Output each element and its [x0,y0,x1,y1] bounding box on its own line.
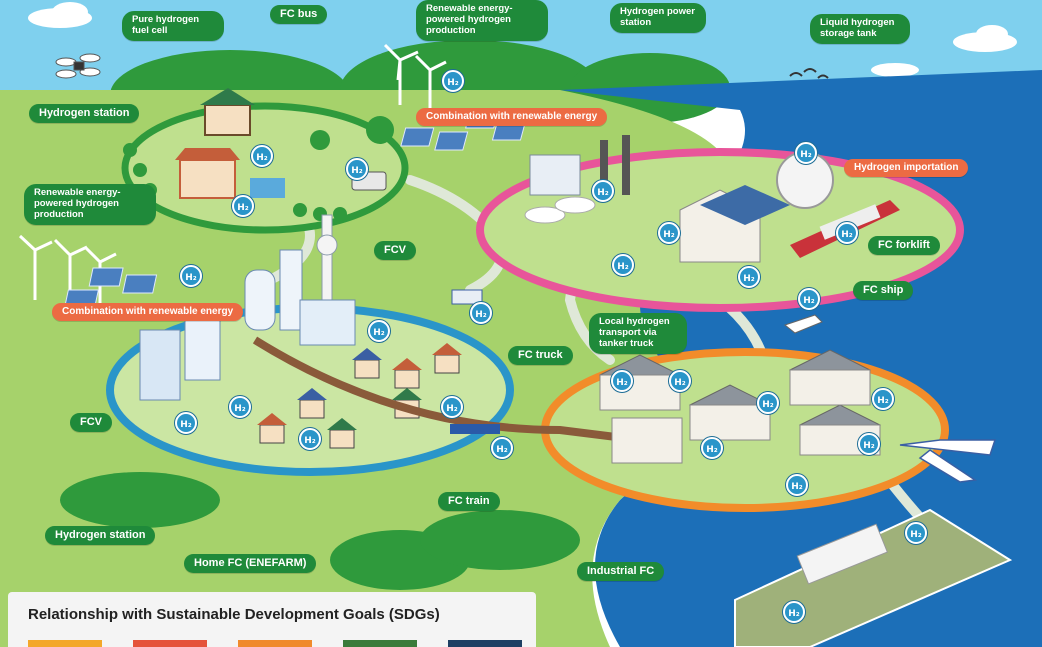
label-fc-truck: FC truck [508,346,573,365]
port-warehouses [679,185,790,263]
h2-badge-icon: H₂ [858,433,880,455]
h2-badge-icon: H₂ [442,70,464,92]
hydrogen-station-building [175,148,285,199]
label-renewable-hydrogen-production-left: Renewable energy-powered hydrogen produc… [24,184,156,225]
label-local-hydrogen-transport: Local hydrogen transport via tanker truc… [589,313,687,354]
label-home-fc-enefarm: Home FC (ENEFARM) [184,554,317,573]
h2-badge-icon: H₂ [180,265,202,287]
fc-ship-boat [783,314,823,334]
h2-badge-icon: H₂ [658,222,680,244]
airport-terminal [796,523,888,585]
h2-badge-icon: H₂ [441,396,463,418]
label-fc-train: FC train [438,492,500,511]
cloud-icon [28,2,1017,77]
label-fc-bus: FC bus [270,5,328,24]
fc-truck-vehicle [451,289,483,305]
sdg-tile [343,640,417,647]
h2-badge-icon: H₂ [872,388,894,410]
h2-badge-icon: H₂ [836,222,858,244]
birds-icon [789,68,829,79]
h2-badge-icon: H₂ [757,392,779,414]
h2-badge-icon: H₂ [299,428,321,450]
h2-badge-icon: H₂ [611,370,633,392]
sdg-panel: Relationship with Sustainable Developmen… [8,592,536,647]
h2-badge-icon: H₂ [175,412,197,434]
sdg-tile [448,640,522,647]
label-pure-hydrogen-fuel-cell: Pure hydrogen fuel cell [122,11,224,41]
h2-badge-icon: H₂ [368,320,390,342]
label-liquid-hydrogen-storage-tank: Liquid hydrogen storage tank [810,14,910,44]
h2-badge-icon: H₂ [232,195,254,217]
label-hydrogen-station-bottom: Hydrogen station [45,526,156,545]
label-fcv-left: FCV [70,413,112,432]
wind-turbine-icon [383,43,447,112]
foreground-hills [60,472,580,590]
h2-badge-icon: H₂ [592,180,614,202]
label-renewable-hydrogen-production-top: Renewable energy-powered hydrogen produc… [416,0,548,41]
h2-badge-icon: H₂ [783,601,805,623]
hydrogen-power-station [524,135,630,224]
drone-icon [55,53,101,79]
fc-train-track [252,336,641,444]
label-industrial-fc: Industrial FC [577,562,665,581]
h2-badge-icon: H₂ [251,145,273,167]
label-fc-ship: FC ship [853,281,914,300]
label-hydrogen-importation: Hydrogen importation [844,159,969,177]
sdg-tile [28,640,102,647]
city-buildings [139,214,356,401]
h2-badge-icon: H₂ [905,522,927,544]
h2-badge-icon: H₂ [669,370,691,392]
h2-badge-icon: H₂ [229,396,251,418]
h2-badge-icon: H₂ [798,288,820,310]
industrial-warehouse-walls [599,369,881,464]
sdg-tile [133,640,207,647]
label-fcv-top: FCV [374,241,416,260]
h2-badge-icon: H₂ [738,266,760,288]
sdg-tile [238,640,312,647]
h2-badge-icon: H₂ [491,437,513,459]
label-combination-renewable-energy-top: Combination with renewable energy [416,108,608,126]
h2-badge-icon: H₂ [612,254,634,276]
label-combination-renewable-energy-left: Combination with renewable energy [52,303,244,321]
h2-badge-icon: H₂ [701,437,723,459]
sdg-title: Relationship with Sustainable Developmen… [28,606,440,623]
label-hydrogen-station-top: Hydrogen station [29,104,140,123]
h2-badge-icon: H₂ [786,474,808,496]
h2-badge-icon: H₂ [346,158,368,180]
airplane-icon [899,439,997,483]
fc-train-vehicle [450,424,500,434]
fuel-cell-house [200,88,255,136]
label-hydrogen-power-station: Hydrogen power station [610,3,706,33]
label-fc-forklift: FC forklift [868,236,940,255]
h2-badge-icon: H₂ [470,302,492,324]
h2-badge-icon: H₂ [795,142,817,164]
